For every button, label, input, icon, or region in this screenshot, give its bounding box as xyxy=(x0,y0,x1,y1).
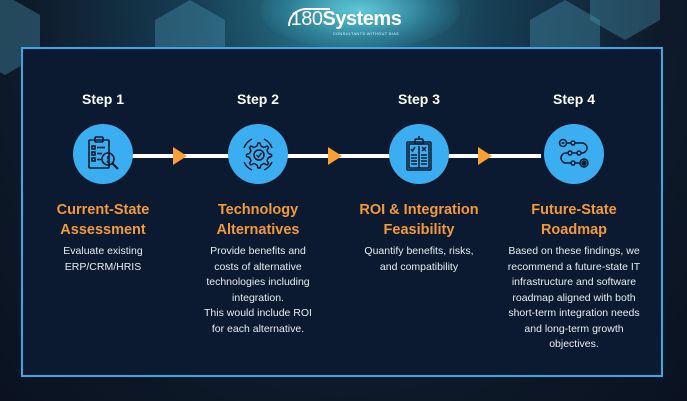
step-icon-circle xyxy=(389,124,449,184)
step-icon-circle xyxy=(544,124,604,184)
step-description: Evaluate existing ERP/CRM/HRIS xyxy=(63,245,143,273)
clipboard-magnifier-icon xyxy=(88,136,119,170)
roadmap-path-icon xyxy=(558,138,589,168)
arrow-right-icon xyxy=(478,147,492,165)
logo-word: Systems xyxy=(322,8,402,30)
step-icon-circle xyxy=(73,124,133,184)
step-description: Based on these findings, we recommend a … xyxy=(507,245,641,350)
step-label: Step 4 xyxy=(552,91,595,107)
step-title: Current-State Assessment xyxy=(56,202,150,238)
process-panel: Step 1 Current-State Assessment Evaluate… xyxy=(21,47,663,377)
step-label: Step 3 xyxy=(397,91,440,107)
clipboard-compare-icon xyxy=(406,136,432,171)
step-title: Future-State Roadmap xyxy=(531,202,617,238)
background-hexagon xyxy=(590,0,660,40)
company-logo: 180Systems CONSULTANTS WITHOUT BIAS xyxy=(286,8,406,36)
logo-tagline: CONSULTANTS WITHOUT BIAS xyxy=(332,31,400,36)
step-title: ROI & Integration Feasibility xyxy=(359,202,479,238)
step-icon-circle xyxy=(228,124,288,184)
step-title: Technology Alternatives xyxy=(216,202,300,238)
gear-check-cycle-icon xyxy=(243,138,273,171)
step-description: Quantify benefits, risks, and compatibil… xyxy=(364,245,474,273)
step-label: Step 1 xyxy=(81,91,124,107)
logo-arc-icon xyxy=(288,8,330,26)
step-description: Provide benefits and costs of alternativ… xyxy=(204,245,312,335)
step-label: Step 2 xyxy=(236,91,279,107)
arrow-right-icon xyxy=(328,147,342,165)
arrow-right-icon xyxy=(173,147,187,165)
